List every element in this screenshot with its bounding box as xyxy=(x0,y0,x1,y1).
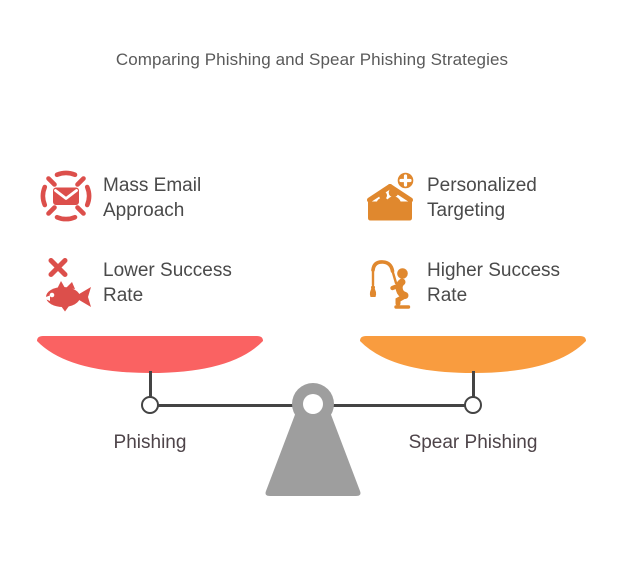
page-title: Comparing Phishing and Spear Phishing St… xyxy=(115,50,509,69)
fishing-person-icon xyxy=(362,256,418,312)
people-plus-icon xyxy=(362,168,418,224)
feature-label-higher-success: Higher Success Rate xyxy=(427,260,561,306)
scale-pan-phishing xyxy=(37,336,263,373)
feature-label-lower-success: Lower Success Rate xyxy=(103,260,232,306)
scale-hanger-right xyxy=(472,371,475,397)
scale-pan-spear-phishing xyxy=(360,336,586,373)
scale-fulcrum xyxy=(259,383,367,498)
fish-cross-icon xyxy=(38,256,94,312)
broadcast-envelope-icon xyxy=(38,168,94,224)
feature-label-mass-email: Mass Email Approach xyxy=(103,175,202,221)
scale-label-spear-phishing: Spear Phishing xyxy=(408,432,538,453)
scale-label-phishing: Phishing xyxy=(113,432,187,453)
feature-label-personalized: Personalized Targeting xyxy=(427,175,537,221)
scale-hanger-left xyxy=(149,371,152,397)
scale-pivot-left xyxy=(141,396,159,414)
scale-pivot-right xyxy=(464,396,482,414)
